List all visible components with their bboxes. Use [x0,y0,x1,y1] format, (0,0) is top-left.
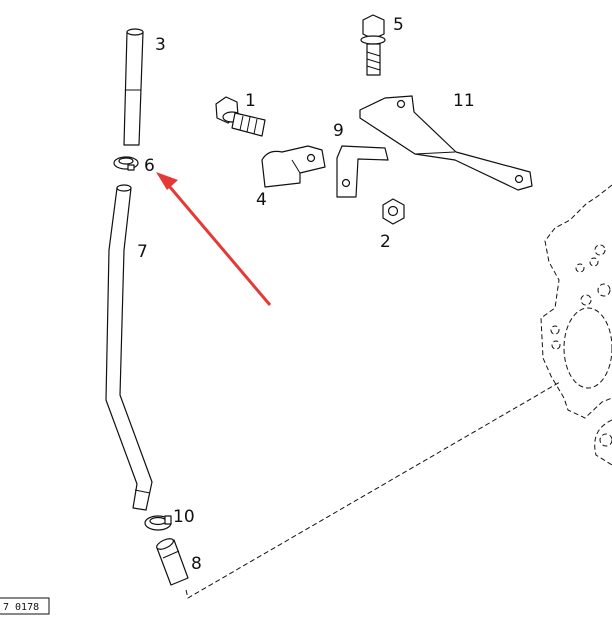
part-3-tube [123,28,144,146]
ref-code: 7 0178 [3,602,39,613]
part-10-clamp [144,515,172,531]
callout-5: 5 [393,15,404,35]
callout-8: 8 [191,554,202,574]
annotation-arrow-shaft [162,179,272,306]
part-5-bolt [360,14,386,76]
callout-2: 2 [380,232,391,252]
part-1-bolt [215,96,266,137]
callout-3: 3 [155,35,166,55]
callout-7: 7 [137,242,148,262]
part-8-hose [156,538,189,586]
callout-6: 6 [144,156,155,176]
part-9-angle-bracket [336,145,389,198]
ref-code-box [0,597,50,615]
callout-11: 11 [453,91,475,111]
part-11-bracket [359,95,533,191]
part-2-nut [382,198,405,225]
part-7-long-tube [105,184,153,511]
part-6-clamp [113,156,139,171]
part-4-clip [261,145,326,188]
annotation-arrow [156,172,272,306]
engine-front-cover [540,184,612,466]
annotation-arrow-head [156,172,178,190]
callout-10: 10 [173,507,195,527]
connection-dashed-line [185,381,561,599]
callout-4: 4 [256,190,267,210]
callout-9: 9 [333,121,344,141]
callout-1: 1 [245,91,256,111]
